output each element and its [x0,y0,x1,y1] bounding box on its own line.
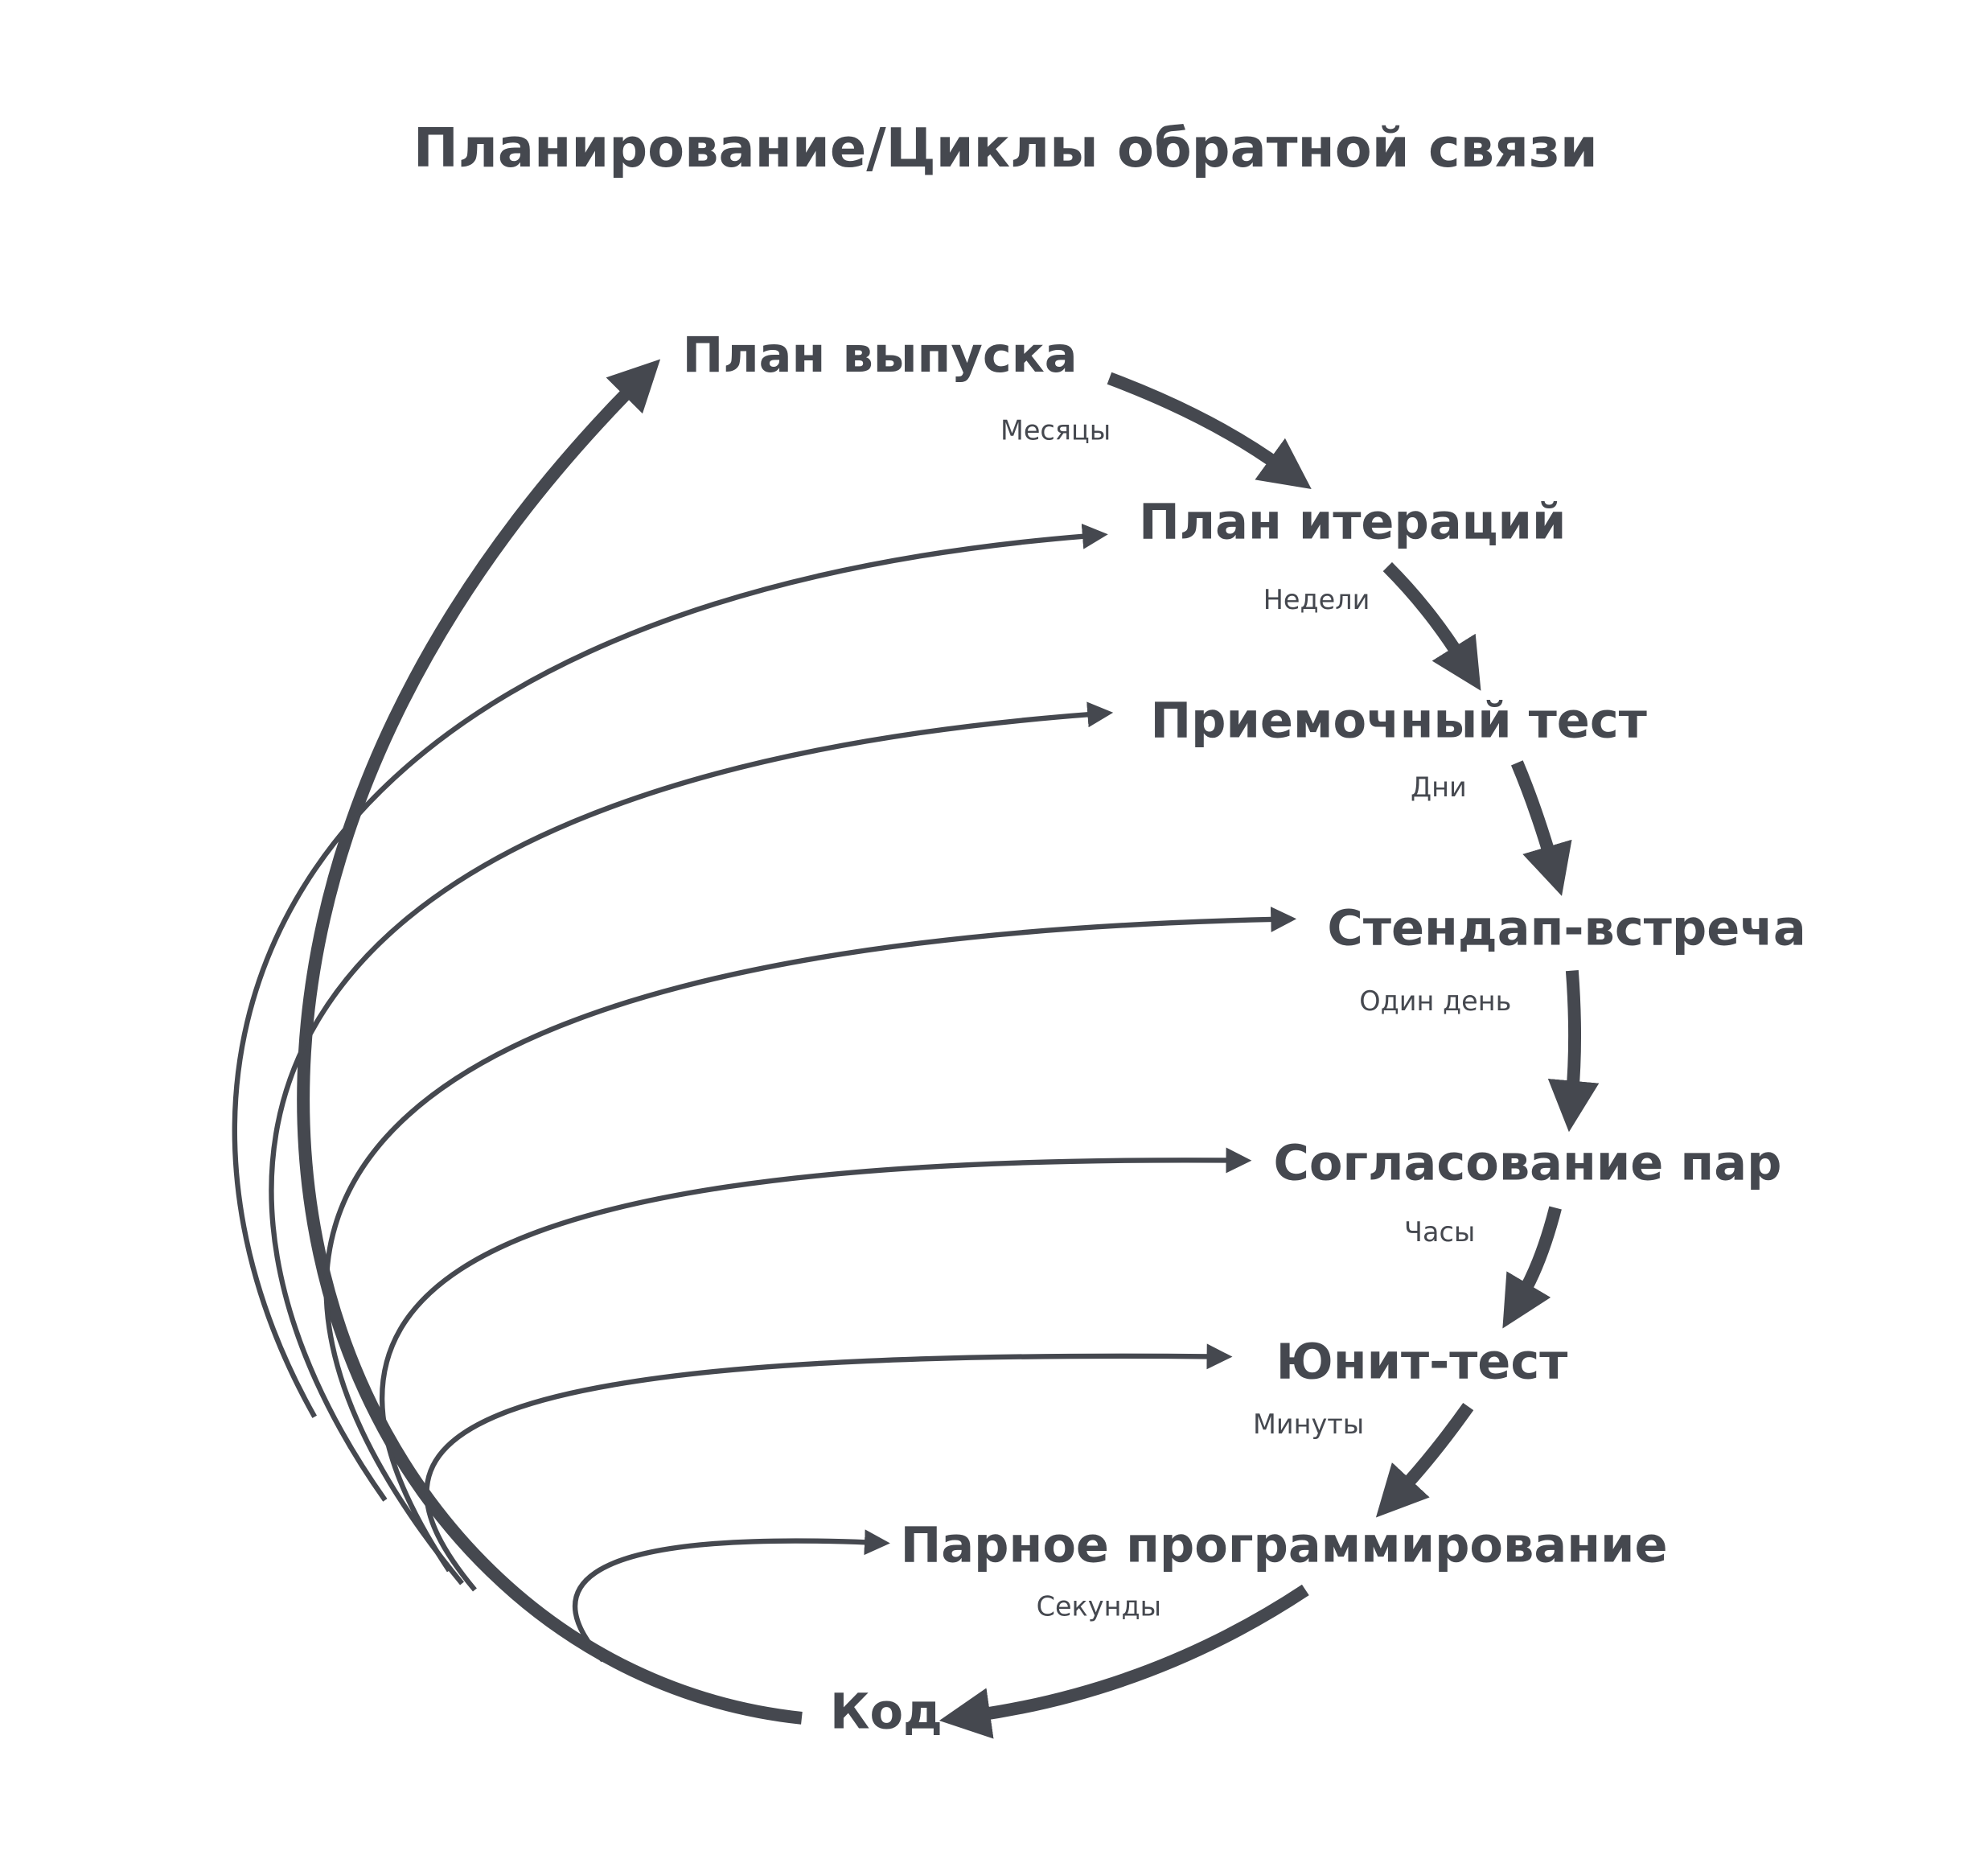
period-unit-test: Минуты [1253,1409,1364,1440]
arrow-acceptance-to-standup [1510,760,1572,896]
node-standup: Стендап-встреча [1327,901,1805,957]
feedback-arrow-iteration-plan [232,523,1108,1418]
arrow-pair-negotiation-to-unit-test [1502,1206,1562,1329]
arrow-release-to-iteration [1107,372,1312,490]
node-code: Код [830,1684,943,1741]
feedback-arrow-standup [323,907,1297,1585]
node-pair-negotiation: Согласование пар [1273,1135,1781,1191]
node-release-plan: План выпуска [683,327,1078,384]
arrow-code-to-release-plan [297,359,803,1725]
period-release-plan: Месяцы [1000,415,1111,446]
arrow-standup-to-pair-negotiation [1547,970,1600,1133]
node-pair-programming: Парное программирование [901,1517,1668,1573]
period-iteration-plan: Недели [1263,584,1370,615]
period-pair-programming: Секунды [1037,1590,1161,1622]
period-acceptance-test: Дни [1411,771,1467,803]
period-standup: Один день [1359,985,1511,1017]
feedback-arrow-pair-programming [572,1529,890,1663]
feedback-arrow-unit-test [424,1343,1233,1592]
node-acceptance-test: Приемочный тест [1150,693,1646,750]
node-unit-test: Юнит-тест [1276,1334,1568,1390]
period-pair-negotiation: Часы [1404,1216,1475,1248]
diagram-title: Планирование/Циклы обратной связи [413,117,1598,179]
arrow-unit-test-to-pair-programming [1375,1402,1474,1518]
feedback-arrow-acceptance-test [269,701,1114,1502]
node-iteration-plan: План итераций [1139,494,1566,550]
arrow-iteration-to-acceptance [1382,561,1481,691]
feedback-arrow-pair-negotiation [380,1147,1252,1573]
arrow-pair-programming-to-code [939,1584,1309,1739]
